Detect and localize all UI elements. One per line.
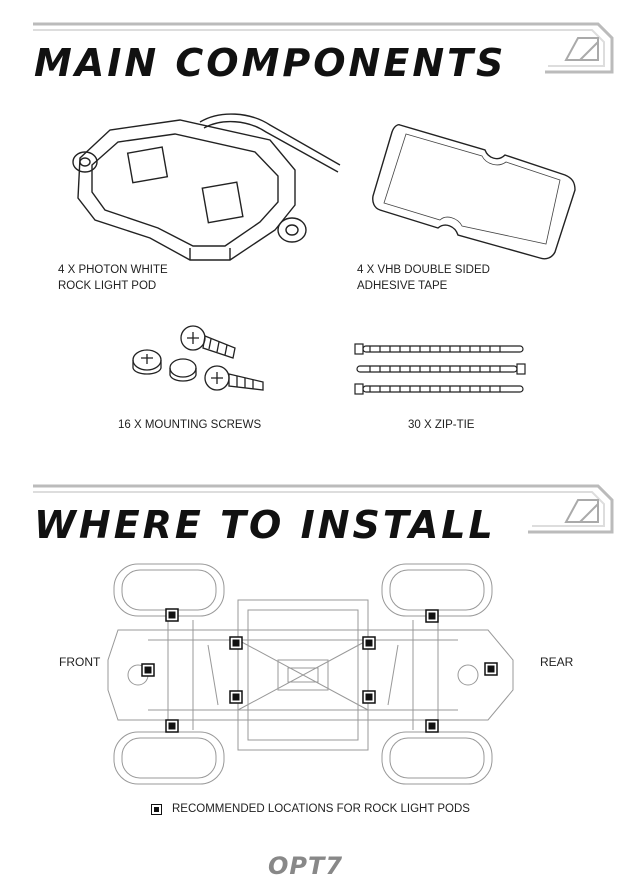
header-rule-install — [33, 484, 614, 534]
section-title-where-to-install: WHERE TO INSTALL — [34, 503, 496, 547]
legend-text: RECOMMENDED LOCATIONS FOR ROCK LIGHT POD… — [172, 803, 470, 815]
zip-ties-image — [354, 343, 526, 395]
pod-location-marker-icon — [151, 803, 162, 815]
caption-mounting-screws: 16 X MOUNTING SCREWS — [118, 419, 262, 431]
opt7-logo: OPT7 — [268, 852, 344, 880]
front-label: FRONT — [59, 655, 101, 669]
rear-label: REAR — [540, 655, 574, 669]
vhb-tape-image — [372, 124, 576, 260]
rock-light-pod-image — [72, 113, 341, 261]
caption-zip-ties: 30 X ZIP-TIE — [408, 419, 475, 431]
caption-rock-light-pod: 4 X PHOTON WHITE ROCK LIGHT POD — [58, 264, 168, 292]
header-rule-top — [33, 22, 614, 74]
vehicle-chassis-diagram — [107, 563, 514, 785]
caption-vhb-tape: 4 X VHB DOUBLE SIDED ADHESIVE TAPE — [357, 264, 490, 292]
legend-recommended-locations: RECOMMENDED LOCATIONS FOR ROCK LIGHT POD… — [151, 803, 470, 815]
mounting-screws-image — [132, 325, 264, 391]
section-title-main-components: MAIN COMPONENTS — [34, 41, 507, 85]
